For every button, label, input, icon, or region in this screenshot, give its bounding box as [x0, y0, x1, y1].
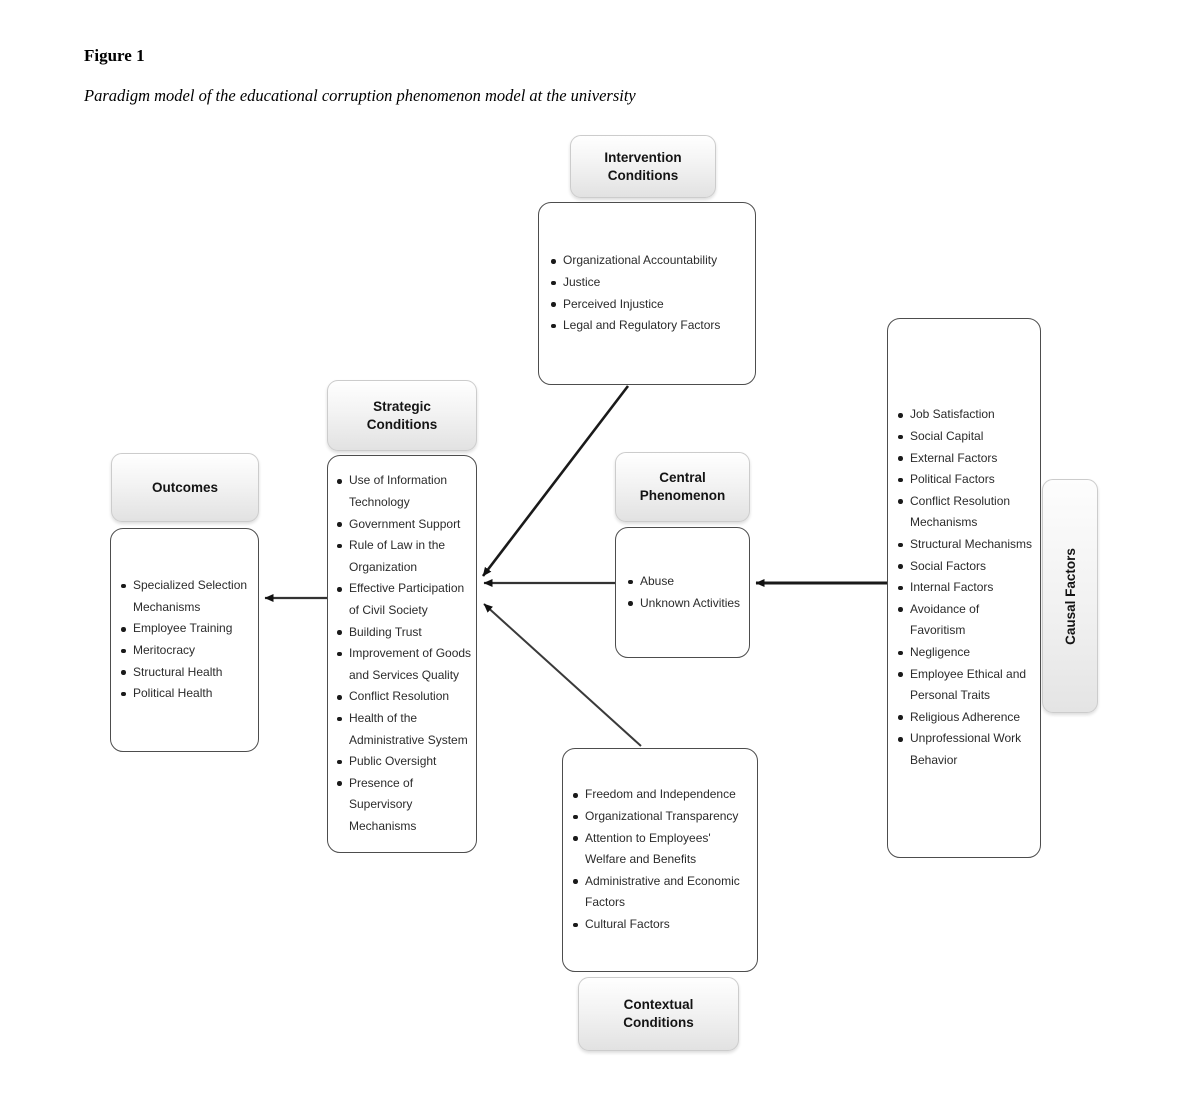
- causal-factors-label-box: Causal Factors: [1042, 479, 1098, 713]
- list-item: Use of Information Technology: [335, 470, 474, 513]
- list-item: Internal Factors: [896, 577, 1034, 599]
- list-item: Government Support: [335, 514, 474, 536]
- intervention-conditions-header: Intervention Conditions: [570, 135, 716, 198]
- list-item: Organizational Transparency: [571, 806, 751, 828]
- list-item: Employee Training: [119, 618, 252, 640]
- list-item: Public Oversight: [335, 751, 474, 773]
- central-phenomenon-header: Central Phenomenon: [615, 452, 750, 522]
- figure-label: Figure 1: [84, 46, 145, 65]
- list-item: Attention to Employees' Welfare and Bene…: [571, 828, 751, 871]
- list-item: Freedom and Independence: [571, 784, 751, 806]
- outcomes-title: Outcomes: [151, 479, 219, 495]
- list-item: Unprofessional Work Behavior: [896, 728, 1034, 771]
- list-item: Effective Participation of Civil Society: [335, 578, 474, 621]
- list-item: Improvement of Goods and Services Qualit…: [335, 643, 474, 686]
- contextual-conditions-header: Contextual Conditions: [578, 977, 739, 1051]
- list-item: Justice: [549, 272, 749, 294]
- list-item: Rule of Law in the Organization: [335, 535, 474, 578]
- list-item: Political Factors: [896, 469, 1034, 491]
- list-item: Abuse: [626, 571, 743, 593]
- list-item: Religious Adherence: [896, 707, 1034, 729]
- list-item: Meritocracy: [119, 640, 252, 662]
- list-item: Presence of Supervisory Mechanisms: [335, 773, 474, 838]
- list-item: Avoidance of Favoritism: [896, 599, 1034, 642]
- contextual-conditions-title: Contextual Conditions: [623, 997, 694, 1030]
- list-item: Specialized Selection Mechanisms: [119, 575, 252, 618]
- list-item: Structural Health: [119, 662, 252, 684]
- list-item: Social Factors: [896, 556, 1034, 578]
- list-item: Employee Ethical and Personal Traits: [896, 664, 1034, 707]
- list-item: External Factors: [896, 448, 1034, 470]
- list-item: Cultural Factors: [571, 914, 751, 936]
- list-item: Perceived Injustice: [549, 294, 749, 316]
- list-item: Negligence: [896, 642, 1034, 664]
- strategic-conditions-title: Strategic Conditions: [366, 398, 438, 432]
- intervention-conditions-title: Intervention Conditions: [604, 149, 682, 183]
- causal-factors-label: Causal Factors: [1062, 547, 1078, 645]
- list-item: Structural Mechanisms: [896, 534, 1034, 556]
- list-item: Building Trust: [335, 622, 474, 644]
- list-item: Unknown Activities: [626, 593, 743, 615]
- list-item: Job Satisfaction: [896, 404, 1034, 426]
- figure-caption: Paradigm model of the educational corrup…: [84, 86, 636, 105]
- strategic-conditions-header: Strategic Conditions: [327, 380, 477, 451]
- list-item: Administrative and Economic Factors: [571, 871, 751, 914]
- list-item: Social Capital: [896, 426, 1034, 448]
- list-item: Political Health: [119, 683, 252, 705]
- arrow-intervention-to-strategic: [481, 385, 630, 577]
- list-item: Organizational Accountability: [549, 250, 749, 272]
- list-item: Conflict Resolution Mechanisms: [896, 491, 1034, 534]
- list-item: Conflict Resolution: [335, 686, 474, 708]
- central-phenomenon-title: Central Phenomenon: [639, 470, 726, 503]
- list-item: Health of the Administrative System: [335, 708, 474, 751]
- list-item: Legal and Regulatory Factors: [549, 315, 749, 337]
- outcomes-header: Outcomes: [111, 453, 259, 522]
